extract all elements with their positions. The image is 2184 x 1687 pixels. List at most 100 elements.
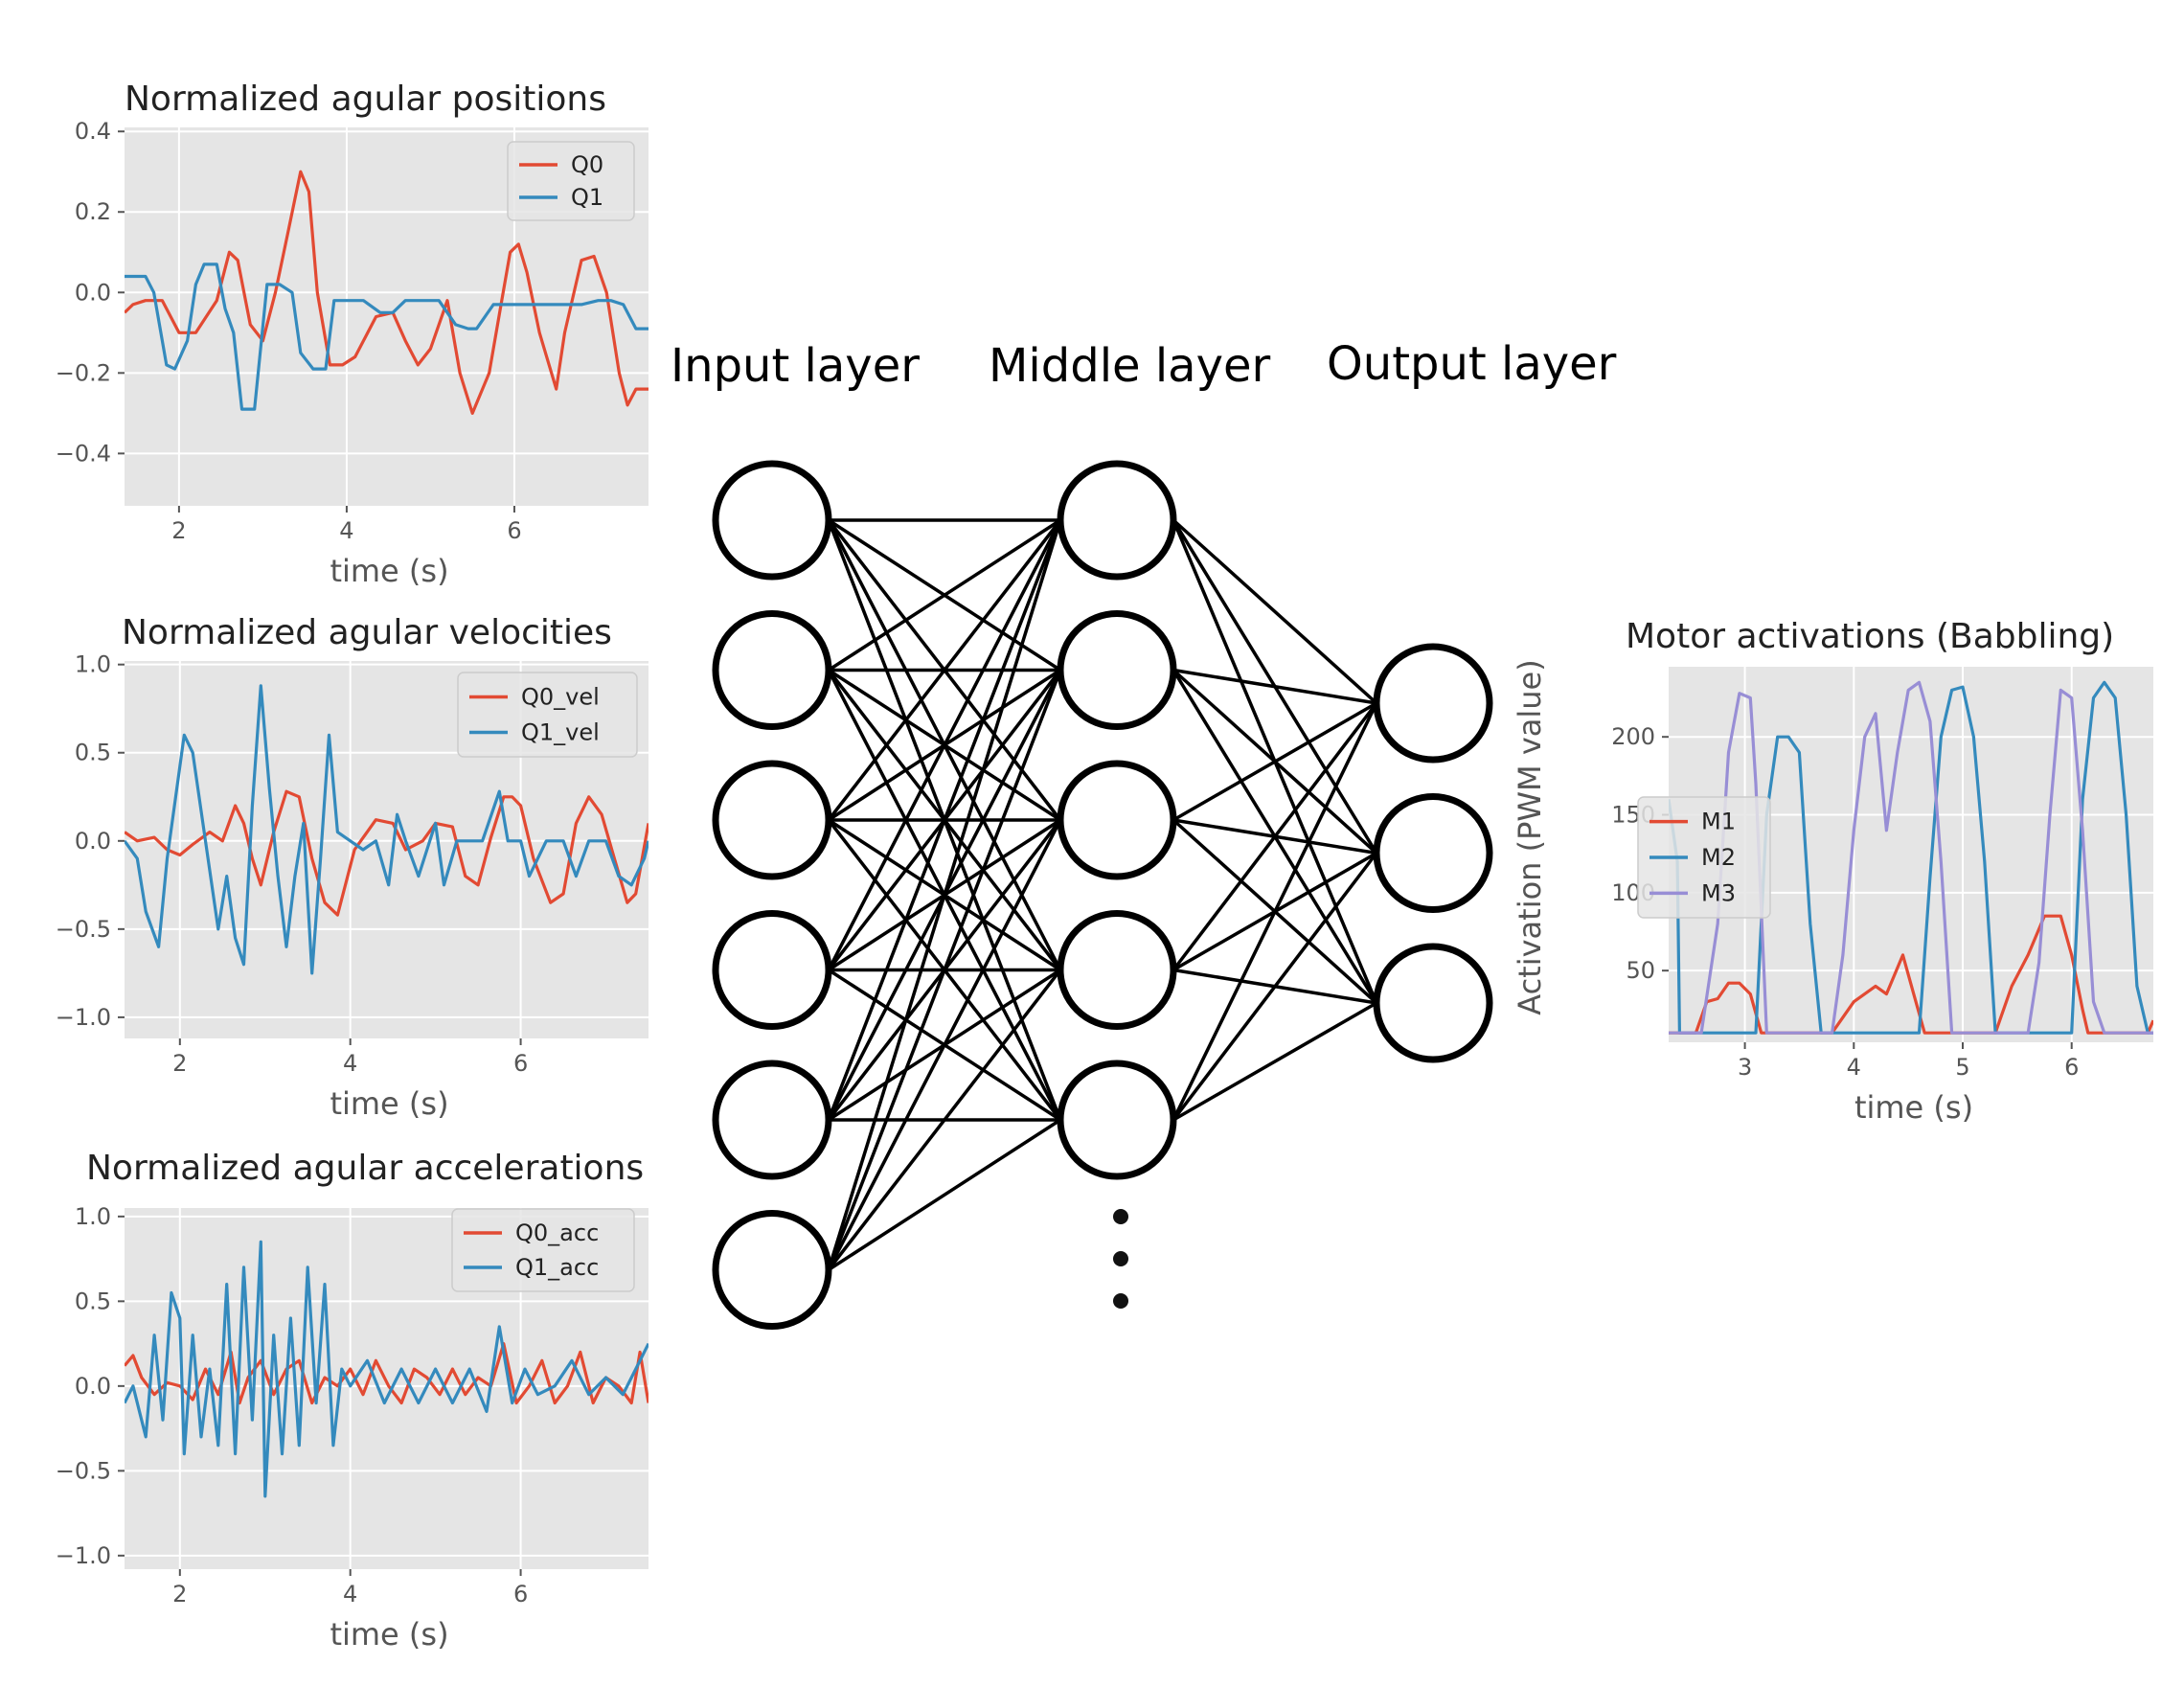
series-line-q1_acc <box>125 1240 648 1498</box>
connection-middle-3-to-output-1 <box>1172 701 1377 822</box>
y-tick-label: 0.0 <box>75 279 111 306</box>
connection-middle-2-to-output-1 <box>1172 668 1377 705</box>
legend-label-q1_acc: Q1_acc <box>515 1254 599 1281</box>
output-node-3 <box>1373 943 1493 1063</box>
series-lines <box>125 1240 648 1498</box>
middle-layer-label: Middle layer <box>989 339 1271 393</box>
x-axis-label: time (s) <box>330 553 448 589</box>
input-layer-label: Input layer <box>671 339 920 393</box>
series-line-q0 <box>125 170 648 415</box>
x-tick-label: 2 <box>171 517 186 544</box>
legend-box <box>451 1208 635 1292</box>
vertical-ellipsis-icon <box>1113 1209 1128 1309</box>
y-tick-label: 1.0 <box>75 651 111 678</box>
connection-input-6-to-middle-5 <box>828 1118 1061 1271</box>
connection-input-4-to-middle-1 <box>827 519 1062 971</box>
middle-node-4 <box>1057 910 1177 1030</box>
middle-node-1 <box>1057 460 1177 581</box>
x-tick-label: 6 <box>507 517 521 544</box>
series-line-q0_vel <box>125 789 648 917</box>
connection-middle-5-to-output-2 <box>1172 852 1378 1122</box>
x-tick-label: 4 <box>1847 1054 1861 1081</box>
x-tick-label: 3 <box>1738 1054 1752 1081</box>
legend-label-m2: M2 <box>1701 844 1736 871</box>
series-lines <box>125 170 648 415</box>
connection-input-6-to-middle-1 <box>827 519 1062 1271</box>
series-line-m3 <box>1669 680 2153 1035</box>
legend-box <box>1637 796 1771 919</box>
x-tick-label: 6 <box>513 1581 528 1607</box>
ellipsis-dot-3 <box>1113 1293 1128 1309</box>
middle-node-2 <box>1057 610 1177 730</box>
x-tick-label: 6 <box>513 1050 528 1077</box>
series-lines <box>125 684 648 975</box>
connection-input-6-to-middle-3 <box>827 819 1062 1271</box>
y-tick-label: 0.0 <box>75 1373 111 1400</box>
connection-middle-5-to-output-3 <box>1172 1001 1377 1122</box>
connection-middle-5-to-output-1 <box>1172 702 1378 1121</box>
ellipsis-dot-1 <box>1113 1209 1128 1224</box>
middle-node-5 <box>1057 1060 1177 1180</box>
connection-middle-4-to-output-1 <box>1172 701 1378 971</box>
input-node-4 <box>712 910 832 1030</box>
connection-input-6-to-middle-2 <box>827 669 1062 1271</box>
legend-label-m3: M3 <box>1701 879 1736 906</box>
x-tick-label: 4 <box>343 1581 357 1607</box>
y-tick-label: 0.5 <box>75 1288 111 1314</box>
series-line-q0_acc <box>125 1341 648 1405</box>
y-tick-label: −0.5 <box>56 916 111 943</box>
legend-label-q1_vel: Q1_vel <box>521 719 600 746</box>
series-line-q1 <box>125 262 648 411</box>
x-tick-label: 6 <box>2064 1054 2079 1081</box>
y-tick-label: −0.5 <box>56 1457 111 1484</box>
y-tick-label: 0.2 <box>75 198 111 225</box>
series-line-q1_vel <box>125 684 648 975</box>
network-connections <box>827 518 1378 1271</box>
input-node-5 <box>712 1060 832 1180</box>
output-node-2 <box>1373 793 1493 913</box>
middle-node-3 <box>1057 760 1177 880</box>
input-node-6 <box>712 1210 832 1330</box>
input-node-1 <box>712 460 832 581</box>
x-tick-label: 2 <box>172 1050 187 1077</box>
chart-title: Normalized agular velocities <box>122 613 612 652</box>
legend-box <box>507 141 635 221</box>
chart-title: Motor activations (Babbling) <box>1626 617 2114 656</box>
x-axis-label: time (s) <box>330 1616 448 1653</box>
y-tick-label: 200 <box>1611 723 1655 750</box>
y-tick-label: 0.0 <box>75 828 111 855</box>
x-axis-label: time (s) <box>330 1085 448 1122</box>
connection-input-3-to-middle-1 <box>827 518 1062 822</box>
output-node-1 <box>1373 643 1493 764</box>
y-tick-label: −0.2 <box>56 359 111 386</box>
legend-label-q0_acc: Q0_acc <box>515 1220 599 1246</box>
connection-input-5-to-middle-1 <box>827 519 1062 1121</box>
legend-label-m1: M1 <box>1701 809 1736 835</box>
y-tick-label: 1.0 <box>75 1203 111 1230</box>
y-tick-label: 50 <box>1626 957 1655 984</box>
y-tick-label: 0.5 <box>75 740 111 766</box>
connection-middle-1-to-output-1 <box>1172 518 1378 705</box>
connection-input-6-to-middle-4 <box>827 969 1062 1271</box>
legend-box <box>457 672 638 758</box>
legend-label-q1: Q1 <box>571 184 603 211</box>
chart-title: Normalized agular accelerations <box>86 1149 644 1188</box>
input-node-3 <box>712 760 832 880</box>
connection-input-2-to-middle-1 <box>828 518 1061 672</box>
neural-network-diagram: Input layer Middle layer Output layer <box>671 337 1617 1330</box>
y-axis-label: Activation (PWM value) <box>1512 659 1548 1014</box>
input-node-2 <box>712 610 832 730</box>
y-tick-label: −1.0 <box>56 1542 111 1569</box>
chart-title: Normalized agular positions <box>125 80 606 119</box>
legend-label-q0: Q0 <box>571 151 603 178</box>
x-axis-label: time (s) <box>1854 1089 1973 1126</box>
